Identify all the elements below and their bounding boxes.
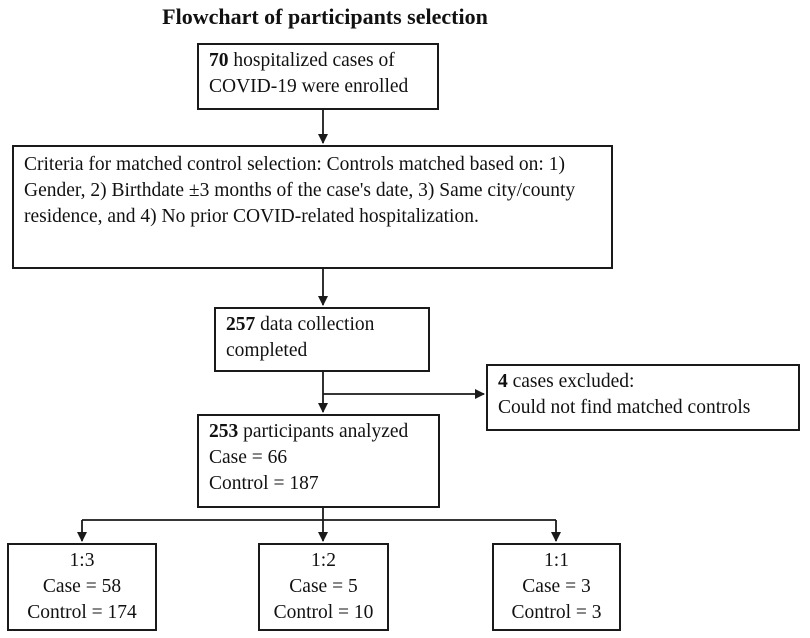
group-control: Control = 174 [27,602,137,623]
enrolled-count: 70 [209,50,229,71]
enrolled-box: 70 hospitalized cases of COVID-19 were e… [197,43,439,110]
group-control: Control = 3 [511,602,602,623]
excluded-label: cases excluded: [507,371,635,392]
analyzed-text: participants analyzed [238,421,409,442]
group-box-1-2: 1:2 Case = 5 Control = 10 [258,543,389,631]
analyzed-count: 253 [209,421,239,442]
flowchart-title: Flowchart of participants selection [162,4,488,29]
group-ratio: 1:3 [69,550,95,571]
group-box-1-3: 1:3 Case = 58 Control = 174 [7,543,157,631]
criteria-box: Criteria for matched control selection: … [12,145,613,269]
group-ratio: 1:1 [544,550,569,571]
group-control: Control = 10 [273,602,374,623]
group-case: Case = 3 [522,576,591,597]
group-case: Case = 58 [42,576,122,597]
analyzed-line: 253 participants analyzed [209,419,428,445]
enrolled-text: hospitalized cases of COVID-19 were enro… [209,50,409,97]
group-ratio: 1:2 [311,550,336,571]
group-box-1-1: 1:1 Case = 3 Control = 3 [492,543,621,631]
collected-text: data collection completed [226,314,375,361]
excluded-line-1: 4 cases excluded: [498,369,788,395]
analyzed-case: Case = 66 [209,447,288,468]
excluded-box: 4 cases excluded: Could not find matched… [486,364,800,431]
analyzed-box: 253 participants analyzed Case = 66 Cont… [197,414,440,508]
collected-count: 257 [226,314,256,335]
excluded-count: 4 [498,371,508,392]
group-case: Case = 5 [289,576,358,597]
collected-box: 257 data collection completed [214,307,430,372]
excluded-reason: Could not find matched controls [498,397,751,418]
criteria-text: Criteria for matched control selection: … [24,154,576,227]
analyzed-control: Control = 187 [209,473,319,494]
